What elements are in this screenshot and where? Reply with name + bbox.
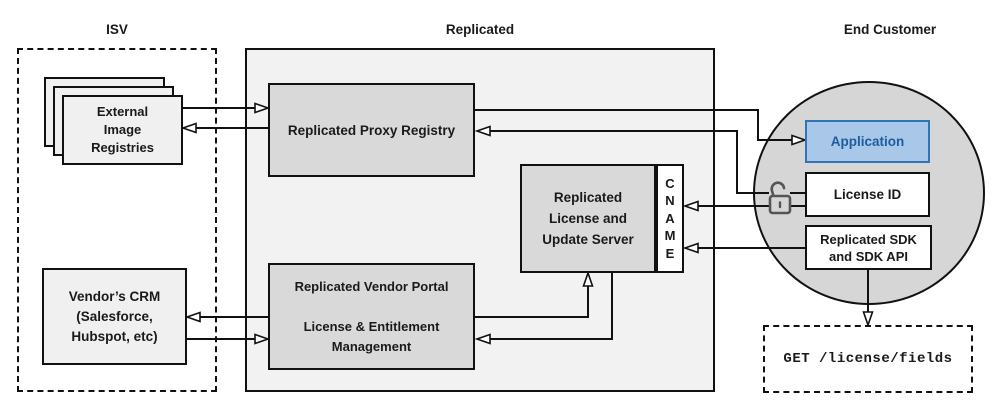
replicated-proxy-registry-node: Replicated Proxy Registry [268, 83, 475, 177]
replicated-section-label: Replicated [445, 22, 515, 37]
unlock-icon [768, 181, 792, 215]
arrowhead-into-portal-left [254, 333, 271, 345]
edge-license-id-to-proxy [490, 130, 805, 194]
get-license-fields-endpoint: GET /license/fields [763, 325, 973, 393]
edge-portal-to-server [475, 286, 589, 318]
vendor-portal-node: Replicated Vendor Portal License & Entit… [268, 263, 475, 370]
arrowhead-into-proxy-right [474, 125, 491, 137]
replicated-sdk-node: Replicated SDK and SDK API [805, 225, 932, 270]
arrowhead-into-portal-right [474, 333, 491, 345]
cname-node: C N A M E [656, 164, 684, 273]
arrowhead-into-application [791, 134, 808, 146]
end-customer-section-label: End Customer [843, 22, 937, 37]
edge-proxy-to-application [475, 109, 792, 141]
arrowhead-into-get-box [862, 311, 874, 328]
arrowhead-into-registries [180, 122, 197, 134]
isv-section-label: ISV [106, 22, 128, 37]
license-id-node: License ID [805, 172, 930, 217]
arrowhead-into-cname-upper [682, 200, 699, 212]
application-node: Application [805, 120, 930, 163]
arrowhead-into-server-bottom [582, 270, 594, 287]
arrowhead-into-proxy-left [254, 102, 271, 114]
license-update-server-node: Replicated License and Update Server [520, 164, 656, 273]
arrowhead-into-cname-lower [682, 242, 699, 254]
external-image-registries-node: External Image Registries [62, 95, 183, 165]
arrowhead-into-crm [184, 311, 201, 323]
vendors-crm-node: Vendor’s CRM (Salesforce, Hubspot, etc) [42, 268, 187, 365]
edge-server-to-portal [490, 273, 613, 340]
